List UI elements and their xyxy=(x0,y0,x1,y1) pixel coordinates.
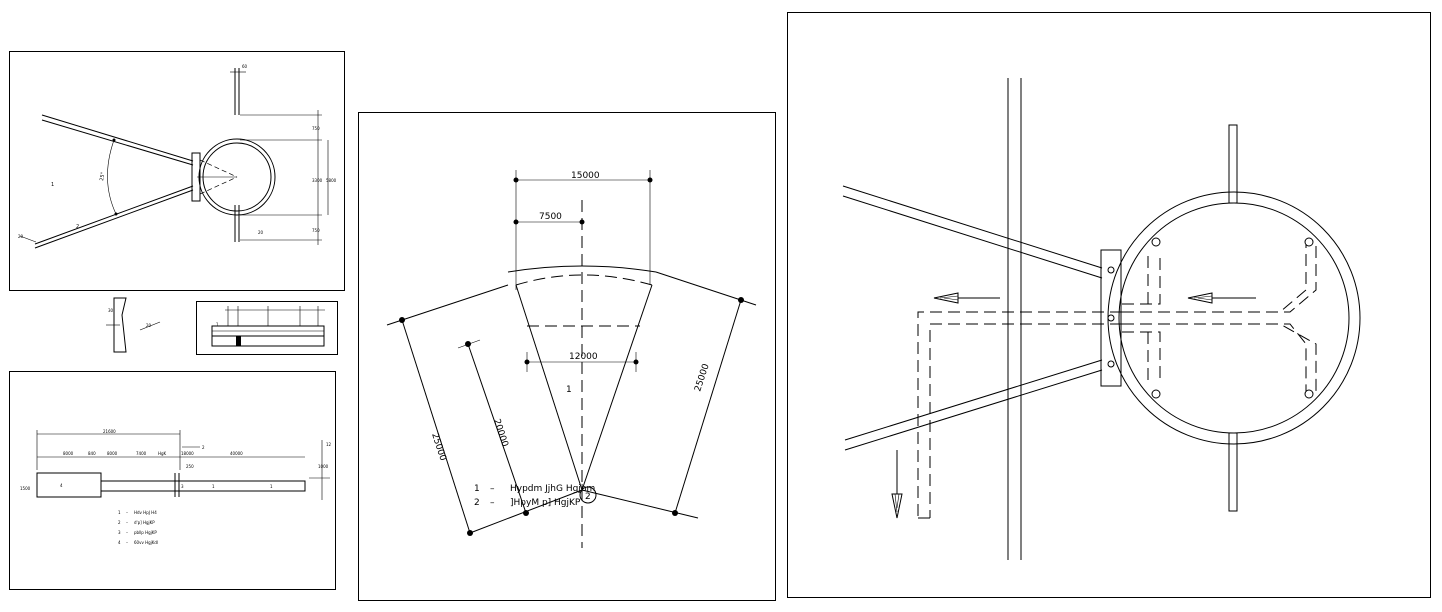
svg-text:20: 20 xyxy=(18,234,24,239)
svg-text:8000: 8000 xyxy=(107,451,118,456)
dim-15000: 15000 xyxy=(571,171,600,181)
svg-text:pbllp HgjKP: pbllp HgjKP xyxy=(134,530,157,535)
svg-text:750: 750 xyxy=(312,126,320,131)
drawing-b-fan: 15000 7500 12000 1 25000 20000 xyxy=(358,112,776,601)
drawing-a-frame xyxy=(9,51,345,291)
svg-text:5800: 5800 xyxy=(326,178,337,183)
svg-text:8000: 8000 xyxy=(63,451,74,456)
svg-text:Hdv HpJ H4: Hdv HpJ H4 xyxy=(134,510,157,515)
flow-arrow-center xyxy=(1187,292,1256,304)
svg-text:–: – xyxy=(126,530,128,535)
svg-text:1000: 1000 xyxy=(318,464,329,469)
drawing-c-legend: 1 – Hdv HpJ H4 2 – d'p] HgjKP 3 – pbllp … xyxy=(118,510,158,545)
dim-25000-left: 25000 xyxy=(429,432,447,463)
drawing-c-frame xyxy=(9,371,336,590)
svg-text:3: 3 xyxy=(181,484,184,489)
svg-text:2: 2 xyxy=(474,498,480,508)
svg-text:1500: 1500 xyxy=(20,486,31,491)
zone-label-1: 1 xyxy=(566,385,572,395)
flow-arrow-left xyxy=(933,292,1000,304)
svg-text:HgK: HgK xyxy=(158,451,167,456)
svg-text:1: 1 xyxy=(270,484,273,489)
svg-text:60vv HgjKdl: 60vv HgjKdl xyxy=(134,540,158,545)
svg-text:4: 4 xyxy=(60,483,63,488)
drawing-d-frame xyxy=(787,12,1431,598)
svg-text:750: 750 xyxy=(312,228,320,233)
drawing-c-profile: 21600 8000 840 8000 7400 HgK 18000 40000… xyxy=(9,371,336,590)
svg-text:–: – xyxy=(490,484,495,494)
drawing-a-plan: 25° 1 2 750 3300 750 5800 20 60 20 xyxy=(9,51,345,291)
svg-text:840: 840 xyxy=(88,451,96,456)
svg-text:–: – xyxy=(126,510,128,515)
svg-text:1: 1 xyxy=(212,484,215,489)
svg-text:30: 30 xyxy=(108,308,114,313)
apex-marker-2: 2 xyxy=(585,492,591,502)
svg-text:250: 250 xyxy=(186,464,194,469)
drawing-a-region-1: 1 xyxy=(51,182,54,188)
svg-text:2: 2 xyxy=(118,520,121,525)
svg-text:21600: 21600 xyxy=(103,429,116,434)
svg-text:4: 4 xyxy=(118,540,121,545)
svg-text:3: 3 xyxy=(118,530,121,535)
flow-arrow-down xyxy=(891,450,903,519)
svg-text:40000: 40000 xyxy=(230,451,243,456)
drawing-b-frame xyxy=(358,112,776,601)
svg-text:2: 2 xyxy=(202,445,205,450)
svg-text:1: 1 xyxy=(474,484,480,494)
drawing-a-region-2: 2 xyxy=(76,224,79,230)
svg-text:12: 12 xyxy=(326,442,332,447)
svg-text:7400: 7400 xyxy=(136,451,147,456)
svg-text:–: – xyxy=(490,498,495,508)
drawing-b-legend: 1 – Hypdm JjhG Hgjbm 2 – ]HpyM p] HgjKP xyxy=(474,484,595,508)
detail-profile: 20 30 xyxy=(106,297,161,353)
dim-12000: 12000 xyxy=(569,352,598,362)
svg-text:]HpyM p] HgjKP: ]HpyM p] HgjKP xyxy=(510,498,581,508)
svg-text:Hypdm JjhG Hgjbm: Hypdm JjhG Hgjbm xyxy=(510,484,595,494)
svg-text:–: – xyxy=(126,520,128,525)
svg-text:20: 20 xyxy=(146,323,152,328)
svg-text:–: – xyxy=(126,540,128,545)
svg-text:d'p] HgjKP: d'p] HgjKP xyxy=(134,520,155,525)
svg-text:3300: 3300 xyxy=(312,178,323,183)
dim-25000-right: 25000 xyxy=(693,362,711,393)
svg-text:1: 1 xyxy=(216,322,219,327)
svg-text:20: 20 xyxy=(258,230,264,235)
svg-text:18000: 18000 xyxy=(181,451,194,456)
dim-20000-left: 20000 xyxy=(491,418,509,449)
dim-7500: 7500 xyxy=(539,212,562,222)
detail-section: 1 xyxy=(196,301,338,355)
drawing-d-plan xyxy=(787,12,1431,598)
svg-text:25°: 25° xyxy=(99,171,107,181)
svg-text:1: 1 xyxy=(118,510,121,515)
svg-text:60: 60 xyxy=(242,64,248,69)
